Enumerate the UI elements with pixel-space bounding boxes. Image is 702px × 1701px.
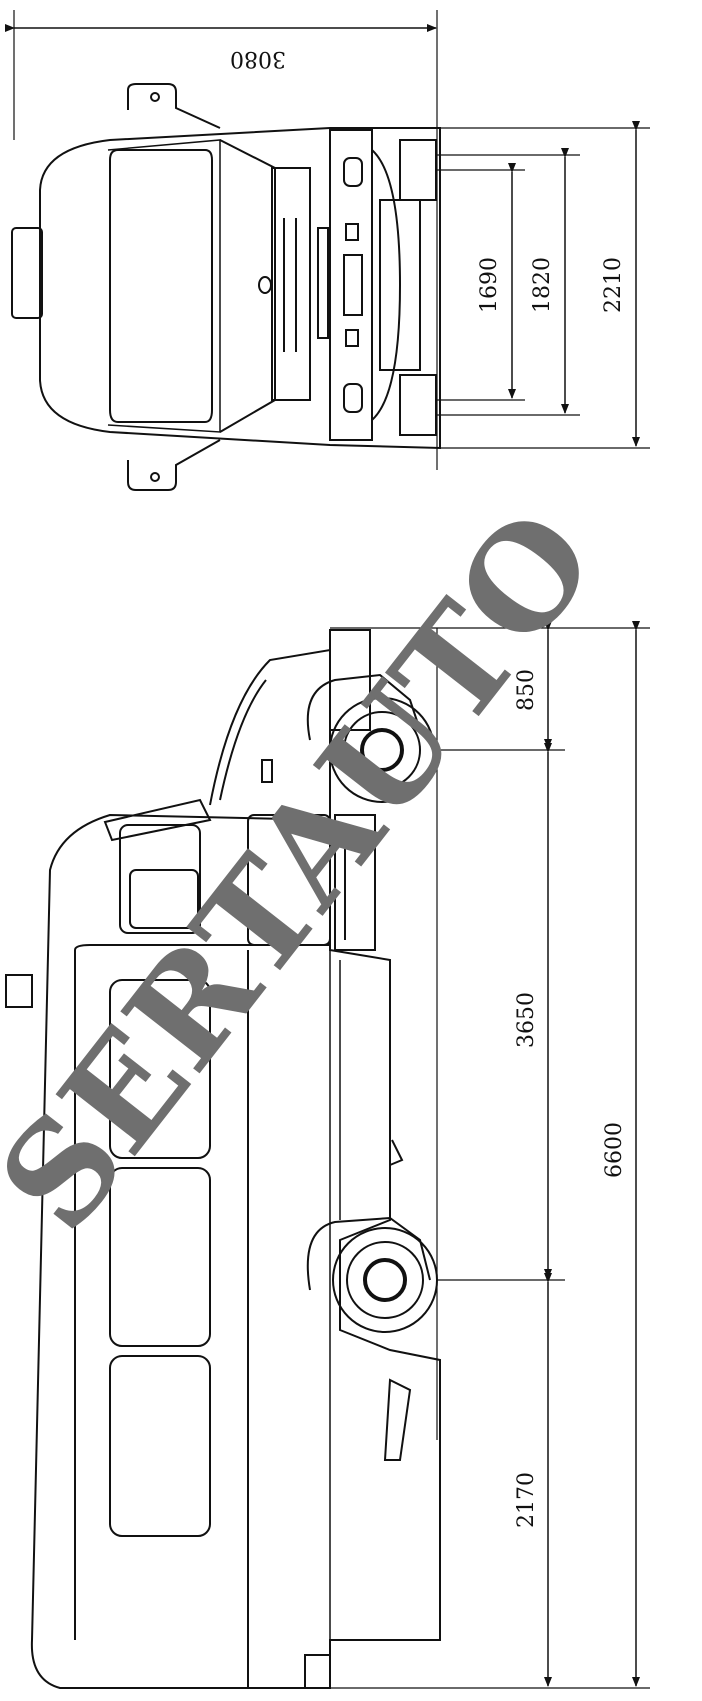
fuel-cap	[389, 1139, 404, 1166]
top-view	[5, 10, 650, 491]
label-overall-length-side: 6600	[602, 1122, 627, 1178]
headlamp-right	[343, 383, 363, 413]
front-wheel-hub	[360, 728, 404, 772]
roof-marker-light	[11, 227, 43, 319]
wheel-left	[399, 139, 437, 201]
label-wheelbase: 3650	[514, 992, 539, 1048]
front-wheel	[329, 697, 435, 803]
label-rear-track: 1690	[477, 257, 502, 313]
bus-body	[30, 813, 441, 1689]
mirror-left-mount	[150, 92, 160, 102]
rear-bumper	[304, 1654, 331, 1689]
bumper-slot	[317, 227, 329, 339]
hood-side	[209, 648, 331, 820]
entry-step	[334, 814, 376, 951]
front-wheel-arch	[306, 673, 421, 741]
axle-beam	[371, 149, 402, 421]
windshield-side	[103, 798, 212, 842]
watermark: SERTAUTO	[0, 480, 627, 1260]
hood-crease	[219, 679, 267, 801]
fog-lamp	[345, 223, 359, 241]
side-window-2	[109, 1167, 211, 1347]
label-overall-length-top: 3080	[230, 46, 286, 71]
grille-frame	[271, 167, 311, 401]
roof-line	[74, 944, 330, 951]
mud-flap	[383, 1378, 412, 1461]
side-window-1	[109, 979, 211, 1159]
label-front-overhang: 850	[514, 669, 539, 711]
rear-wheel	[332, 1227, 438, 1333]
bumper	[329, 129, 373, 441]
side-view	[5, 621, 650, 1689]
hood-edge	[219, 139, 276, 433]
mirror-right-mount	[150, 472, 160, 482]
side-marker	[261, 759, 273, 783]
wheel-right	[399, 374, 437, 436]
label-rear-overhang: 2170	[514, 1472, 539, 1528]
fog-lamp	[345, 329, 359, 347]
windshield-frame	[107, 139, 221, 433]
windshield	[109, 149, 213, 423]
label-front-track: 1820	[530, 257, 555, 313]
roof-marker-light	[5, 974, 33, 1008]
label-overall-width: 2210	[601, 257, 626, 313]
rear-wheel-arch	[306, 1216, 431, 1291]
rear-wheel-hub	[363, 1258, 407, 1302]
cab-door	[247, 814, 331, 946]
cab-door-window	[119, 824, 201, 934]
side-window-3	[109, 1355, 211, 1537]
mirror-left	[127, 83, 221, 129]
emblem	[258, 276, 272, 294]
vent-window	[129, 869, 199, 929]
license-plate	[343, 254, 363, 316]
mirror-right	[127, 439, 221, 491]
rear-wheel-rim	[346, 1241, 424, 1319]
front-wheel-rim	[343, 711, 421, 789]
headlamp-left	[343, 157, 363, 187]
